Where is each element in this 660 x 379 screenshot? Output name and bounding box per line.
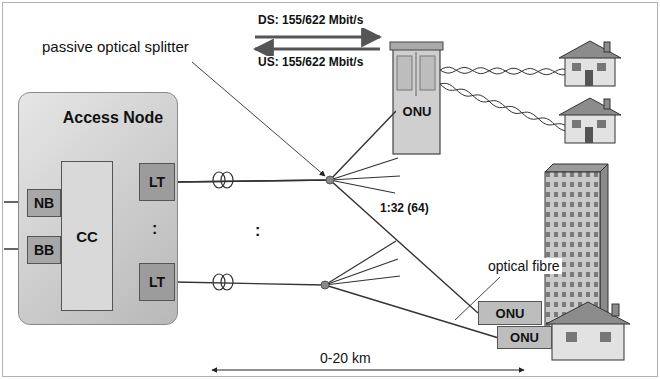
optical-fibre [175, 282, 497, 338]
distance-arrow [212, 370, 524, 371]
splitter-stubs [330, 176, 400, 180]
splitter-dot [321, 281, 329, 289]
house [559, 41, 621, 86]
rate-arrows [255, 48, 380, 51]
callout-label: optical fibre [486, 258, 562, 274]
onu-box: ONU [497, 326, 552, 349]
office-building [600, 164, 608, 330]
rate-arrows [255, 37, 380, 49]
callout-label: passive optical splitter [40, 38, 191, 55]
street-cabinet [390, 42, 443, 50]
house [566, 332, 577, 342]
house [572, 120, 581, 128]
fibre-coil [221, 172, 233, 188]
office-building [545, 164, 608, 330]
street-cabinet [416, 52, 417, 96]
twisted-pair [440, 84, 565, 125]
house [585, 127, 593, 143]
splitter-stubs [325, 158, 400, 285]
distance-arrow [212, 370, 524, 371]
house [597, 63, 606, 71]
twisted-pair [440, 83, 565, 130]
house [572, 63, 581, 71]
house [546, 302, 630, 324]
split-ratio: 1:32 (64) [378, 202, 431, 216]
rate-arrows [255, 36, 380, 39]
data-rate: DS: 155/622 Mbit/s [256, 14, 365, 28]
data-rate: US: 155/622 Mbit/s [256, 56, 365, 70]
optical-fibre [175, 180, 478, 313]
ellipsis-mark: : [253, 222, 262, 240]
line-terminal-box: LT [139, 163, 175, 201]
leader-line [192, 62, 325, 176]
fibre-coil [213, 172, 233, 290]
line-terminal-box: LT [139, 263, 175, 301]
node-text: ONU [496, 306, 525, 321]
frame [3, 3, 658, 377]
node-text: LT [149, 274, 165, 290]
node-text: Access Node [63, 109, 164, 127]
office-building [545, 164, 608, 172]
cross-connect-box: CC [61, 161, 113, 311]
street-cabinet [390, 42, 443, 154]
splitter-dot [321, 176, 334, 289]
node-text: BB [34, 242, 54, 258]
splitter-dot [326, 176, 334, 184]
house [604, 42, 610, 52]
street-cabinet [393, 48, 440, 154]
house [552, 322, 624, 360]
node-text: ONU [510, 330, 539, 345]
onu-cabinet-label: ONU [396, 100, 438, 122]
interface-box: NB [27, 189, 61, 217]
ellipsis-mark: : [150, 220, 159, 238]
node-text: NB [34, 195, 54, 211]
node-text: CC [76, 228, 98, 245]
house [612, 304, 619, 316]
splitter-stubs [325, 276, 400, 285]
distance-label: 0-20 km [318, 350, 373, 366]
twisted-pair [440, 67, 565, 75]
house [604, 99, 610, 109]
house [565, 113, 615, 143]
house [559, 98, 621, 115]
leader-line [192, 62, 325, 176]
street-cabinet [420, 56, 435, 90]
interface-box: BB [27, 236, 61, 264]
house [585, 70, 593, 86]
fibre-coil [221, 274, 233, 290]
house [565, 56, 615, 86]
onu-box: ONU [478, 301, 542, 325]
house [559, 41, 621, 58]
twisted-pair [440, 67, 565, 74]
node-text: LT [149, 174, 165, 190]
house [559, 98, 621, 143]
optical-fibre [175, 111, 396, 182]
frame [3, 3, 658, 377]
twisted-pair [440, 67, 565, 130]
house [597, 120, 606, 128]
street-cabinet [397, 56, 412, 90]
house [546, 302, 630, 360]
house [600, 332, 611, 342]
splitter-stubs [330, 180, 395, 193]
access-node: Access NodeNB BB CC LT LT [18, 92, 178, 325]
node-text: ONU [403, 104, 432, 119]
